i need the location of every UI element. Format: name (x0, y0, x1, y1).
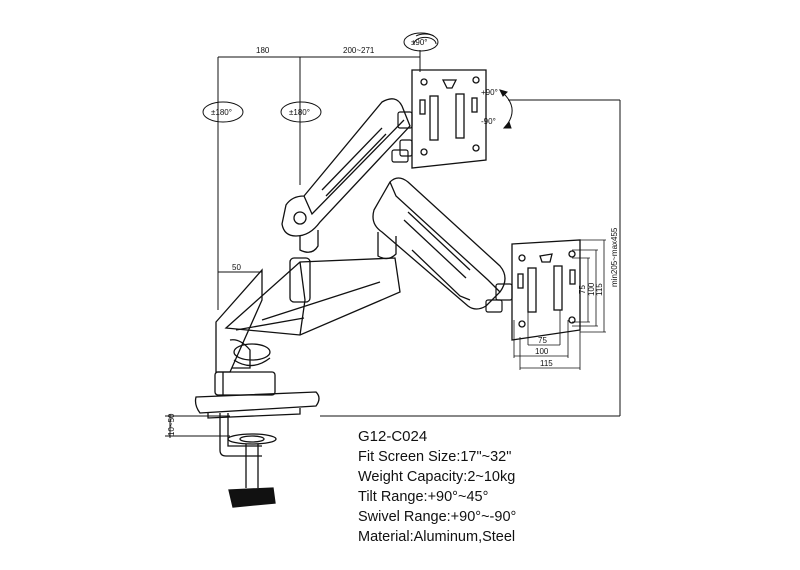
vesa-h-100-label: 100 (535, 347, 549, 356)
spec-swivel-range: Swivel Range:+90°~-90° (358, 509, 517, 525)
dim-label-180: 180 (256, 46, 270, 55)
vesa-dimensions (513, 239, 606, 370)
rotation-label-left: ±180° (211, 108, 232, 117)
upper-arm-left (281, 98, 411, 253)
rotation-indicator-left (202, 101, 244, 123)
dim-label-200-271: 200~271 (343, 46, 375, 55)
clamp-range-label: 10~50 (167, 413, 176, 436)
top-dimension-lines (217, 33, 437, 310)
model-number: G12-C024 (358, 428, 428, 445)
desk-clamp (194, 371, 320, 508)
arm-post (215, 268, 271, 373)
tilt-joint-lower (485, 283, 513, 313)
vesa-plate-upper (411, 69, 487, 169)
rotation-label-top: ±90° (411, 38, 428, 47)
lower-arm (224, 257, 401, 336)
spec-weight-capacity: Weight Capacity:2~10kg (358, 469, 516, 485)
rotation-indicator-mid (280, 101, 322, 123)
height-dimension (320, 99, 621, 417)
spec-fit-screen-size: Fit Screen Size:17"~32" (358, 449, 512, 465)
height-range-label: min205~max455 (610, 227, 619, 287)
tilt-joint-upper (391, 111, 413, 163)
tilt-up-label: +90° (481, 88, 498, 97)
vesa-v-100-label: 100 (587, 282, 596, 296)
vesa-v-75-label: 75 (578, 285, 587, 294)
spec-material: Material:Aluminum,Steel (358, 529, 516, 545)
pole-offset-label: 50 (232, 263, 241, 272)
vesa-h-115-label: 115 (540, 359, 553, 368)
vesa-h-75-label: 75 (538, 336, 547, 345)
tilt-arc (499, 89, 513, 129)
vesa-v-115-label: 115 (595, 283, 604, 296)
rotation-label-mid: ±180° (289, 108, 310, 117)
clamp-range-dimension (165, 414, 230, 438)
vesa-plate-lower (511, 239, 581, 341)
upper-arm-right (372, 177, 506, 310)
tilt-down-label: -90° (481, 117, 496, 126)
spec-tilt-range: Tilt Range:+90°~45° (358, 489, 489, 505)
rotation-indicator-top (403, 32, 439, 52)
